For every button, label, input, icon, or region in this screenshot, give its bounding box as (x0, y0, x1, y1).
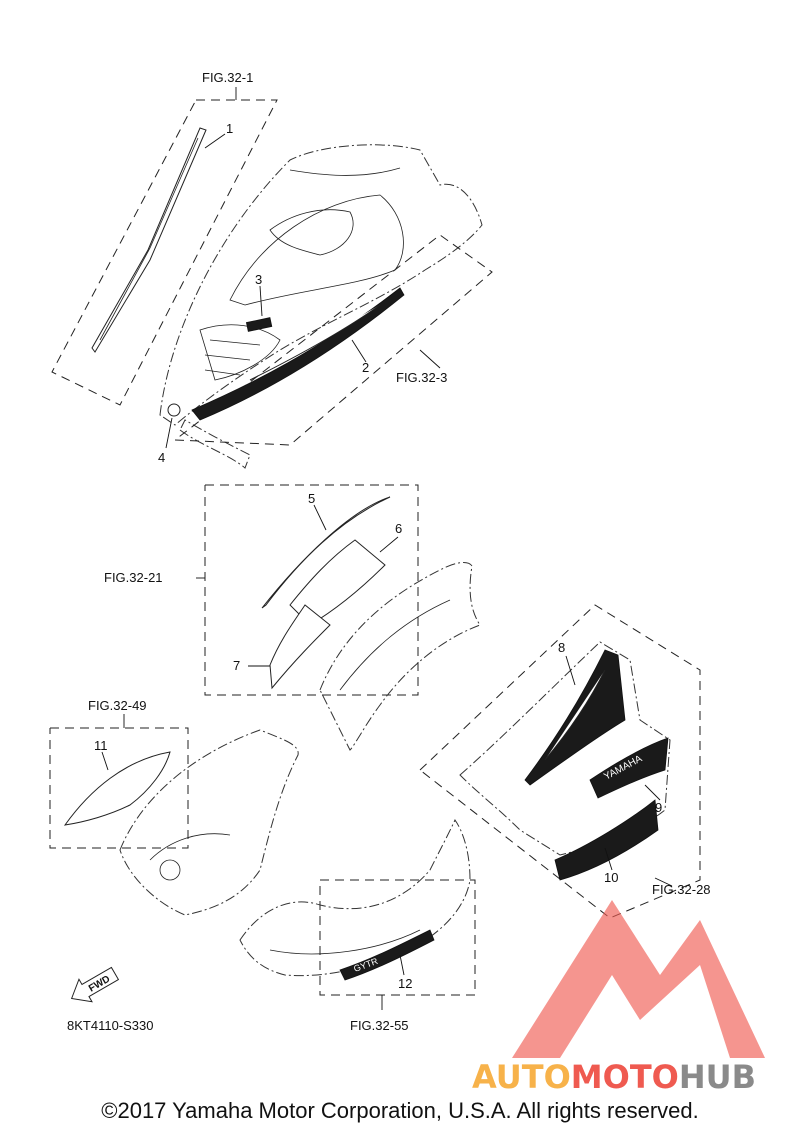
side-panel-outline (319, 562, 481, 751)
decal-2-stripe (249, 304, 381, 381)
fig-32-3-boundary (173, 234, 493, 446)
callout-6: 6 (395, 521, 402, 536)
fig-32-3-label: FIG.32-3 (396, 370, 447, 385)
watermark-part-auto: AUTO (472, 1058, 571, 1096)
fig-32-28-group: FIG.32-28 8 YAMAHA 9 10 (419, 604, 711, 919)
watermark-logo (512, 900, 765, 1058)
side-cowl-outline (459, 641, 671, 856)
callout-4-leader (165, 417, 173, 449)
fig-32-1-boundary (51, 99, 278, 406)
callout-1-leader (204, 133, 226, 149)
callout-1: 1 (226, 121, 233, 136)
copyright-notice: ©2017 Yamaha Motor Corporation, U.S.A. A… (101, 1098, 699, 1123)
decal-part-9 (589, 737, 669, 799)
callout-11-leader (101, 751, 109, 771)
emblem-part-4 (167, 403, 181, 417)
hull-top-line (289, 167, 401, 176)
watermark-text: AUTOMOTOHUB (472, 1058, 756, 1096)
fig-32-28-label: FIG.32-28 (652, 882, 711, 897)
callout-12: 12 (398, 976, 412, 991)
fwd-arrow-shape (70, 966, 120, 1003)
rear-deck-outline (119, 729, 299, 916)
front-bow-outline (239, 819, 471, 977)
upper-hull-group: 2 FIG.32-3 3 4 (158, 144, 493, 469)
callout-9-leader (644, 784, 661, 801)
fwd-arrow: FWD (70, 966, 120, 1003)
decal-part-11 (63, 751, 171, 826)
callout-11: 11 (94, 738, 108, 753)
fig-32-55-label: FIG.32-55 (350, 1018, 409, 1033)
callout-3: 3 (255, 272, 262, 287)
hull-cockpit-line (229, 194, 404, 306)
rear-deck-hole (159, 859, 181, 881)
callout-8-leader (565, 655, 576, 686)
front-bow-line (269, 929, 421, 955)
callout-4: 4 (158, 450, 165, 465)
decal-8-stripe (544, 669, 606, 761)
hull-bottom-outline (179, 419, 251, 469)
fwd-label: FWD (87, 974, 112, 995)
watermark-mountain-inner (560, 965, 730, 1058)
fig-32-3-leader (419, 349, 441, 369)
fig-32-49-group: FIG.32-49 11 (49, 698, 299, 916)
decal-part-6 (289, 539, 386, 626)
hull-vent-lines (204, 339, 261, 376)
decal-part-5 (261, 496, 391, 609)
callout-5-leader (313, 504, 327, 531)
drawing-code: 8KT4110-S330 (67, 1018, 154, 1033)
fig-32-28-leader (654, 877, 673, 887)
callout-2-leader (351, 339, 367, 363)
callout-8: 8 (558, 640, 565, 655)
fig-32-21-boundary (204, 484, 419, 696)
side-panel-line (339, 599, 451, 691)
hull-seat-line (269, 209, 354, 256)
fig-32-1-label: FIG.32-1 (202, 70, 253, 85)
watermark-part-hub: HUB (679, 1058, 756, 1096)
decal-part-1 (91, 127, 207, 353)
fig-32-21-label: FIG.32-21 (104, 570, 163, 585)
rear-deck-line (149, 833, 231, 861)
decal-part-3 (245, 317, 273, 332)
decal-part-7 (269, 604, 331, 690)
callout-3-leader (259, 285, 263, 317)
callout-10-leader (604, 847, 613, 871)
callout-5: 5 (308, 491, 315, 506)
fig-32-49-boundary (49, 727, 189, 849)
callout-9: 9 (655, 800, 662, 815)
hull-front-panel (199, 324, 281, 381)
callout-2: 2 (362, 360, 369, 375)
callout-7: 7 (233, 658, 240, 673)
decal-part-2 (191, 287, 405, 421)
fig-32-55-boundary (319, 879, 476, 996)
decal-part-12 (339, 929, 435, 981)
decal-1-inner-line (99, 137, 199, 341)
fig-32-1-group: FIG.32-1 1 (51, 70, 278, 406)
fig-32-49-label: FIG.32-49 (88, 698, 147, 713)
fig-32-28-boundary (419, 604, 701, 919)
fig-32-55-group: FIG.32-55 GYTR 12 (239, 819, 476, 1033)
fig-32-21-group: FIG.32-21 5 6 7 (104, 484, 481, 751)
watermark-part-moto: MOTO (571, 1058, 679, 1096)
callout-12-leader (399, 954, 405, 976)
callout-6-leader (379, 536, 399, 553)
callout-10: 10 (604, 870, 618, 885)
decal-part-10 (554, 799, 659, 881)
